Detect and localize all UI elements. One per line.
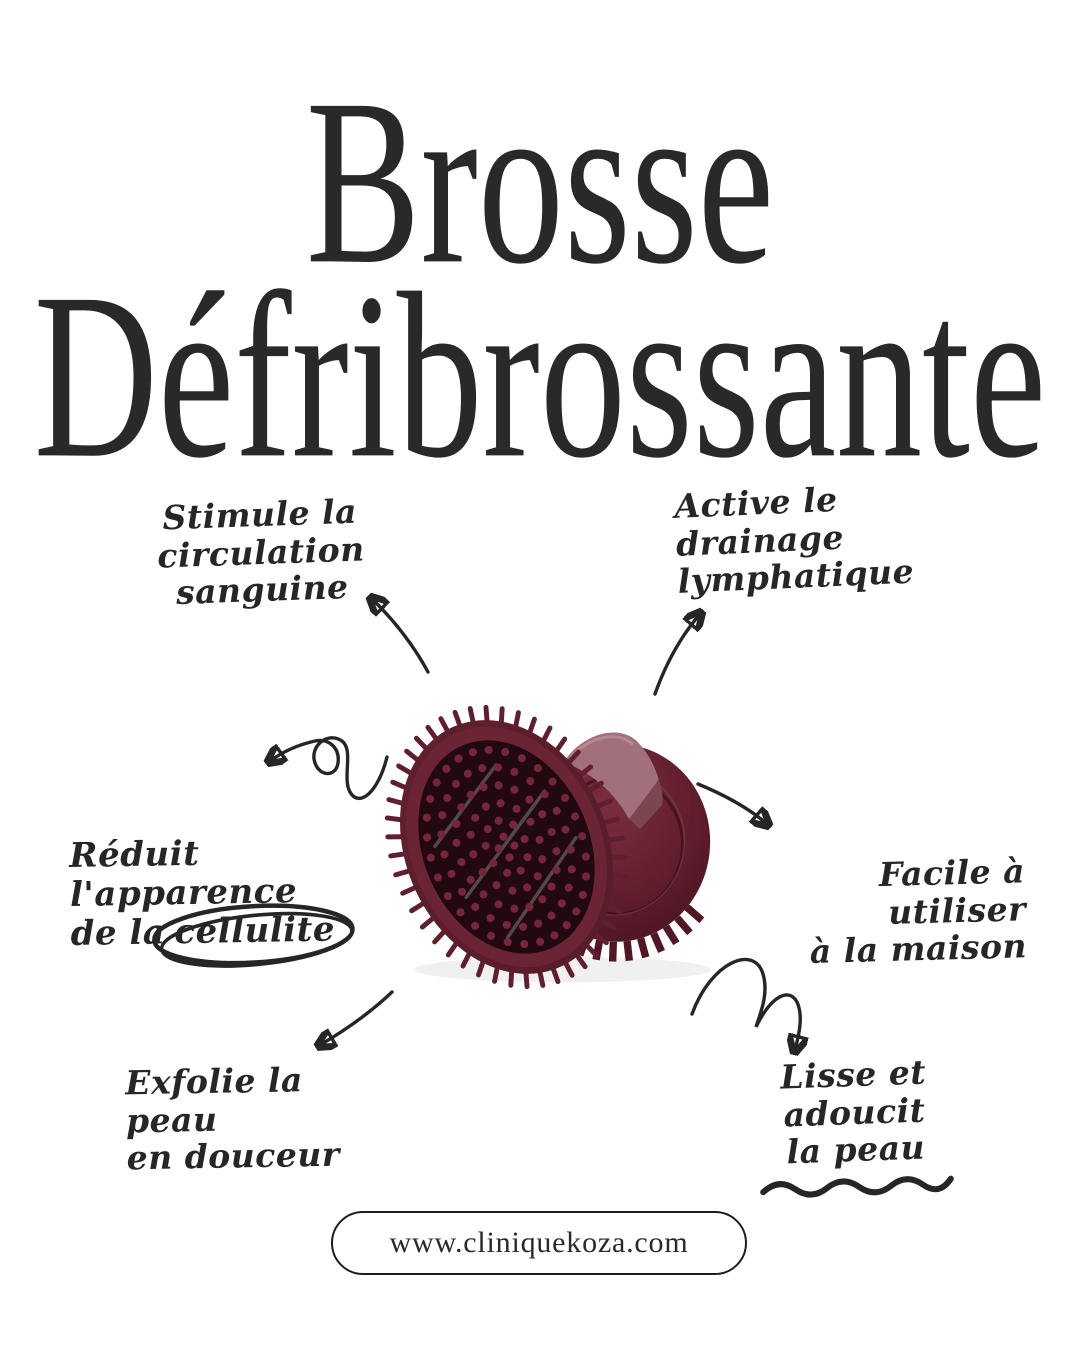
arrow-to-easy-use xyxy=(696,782,767,824)
title-line-1: Brosse xyxy=(305,51,775,314)
wavy-underline xyxy=(760,1175,954,1198)
benefit-smooths-skin: Lisse et adoucit la peau xyxy=(710,1051,1001,1204)
brush-strap xyxy=(563,732,659,820)
hand-drawn-circle xyxy=(151,902,355,968)
squiggle-arrow-to-cellulite xyxy=(270,736,389,800)
massage-brush-image xyxy=(384,704,712,990)
website-url: www.cliniquekoza.com xyxy=(389,1226,689,1259)
arrow-to-exfoliate xyxy=(320,990,394,1045)
arrow-to-drainage xyxy=(653,614,700,696)
arrow-to-circulation xyxy=(372,599,430,674)
front-brush xyxy=(384,704,629,990)
circled-word: cellulite xyxy=(151,902,355,968)
website-pill[interactable]: www.cliniquekoza.com xyxy=(331,1211,747,1275)
squiggle-arrow-to-smooth xyxy=(690,957,800,1050)
title-line-2: Défribrossante xyxy=(33,245,1047,508)
